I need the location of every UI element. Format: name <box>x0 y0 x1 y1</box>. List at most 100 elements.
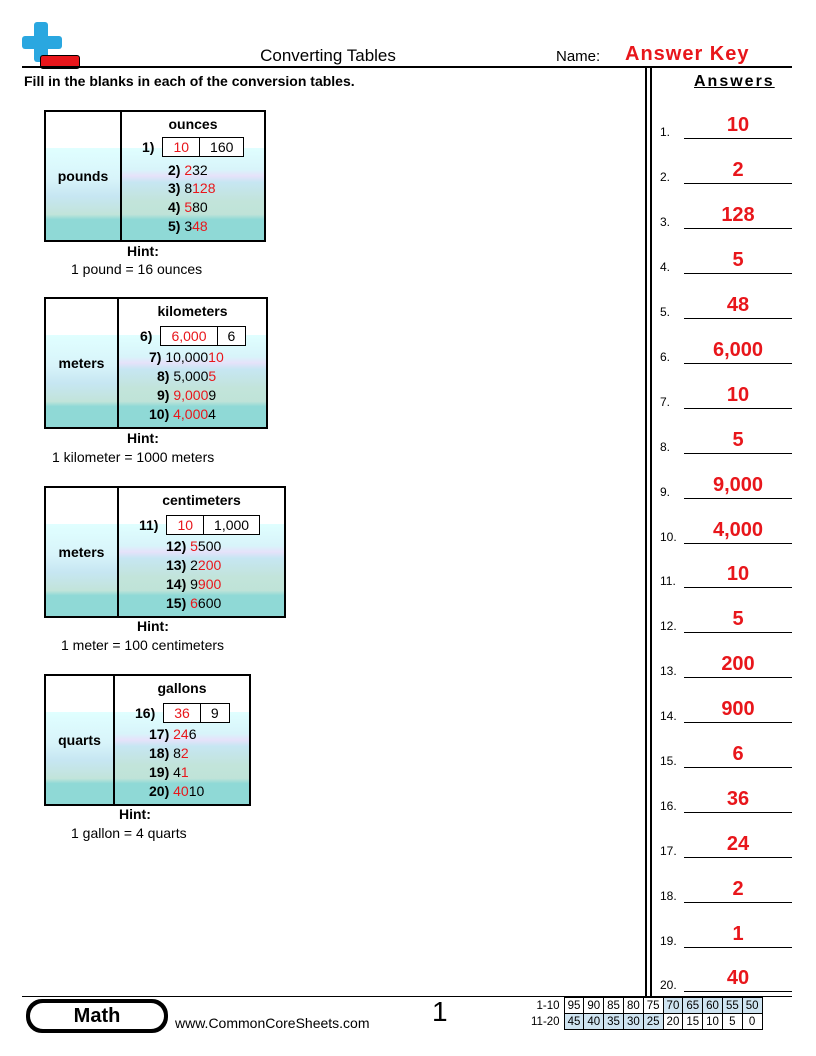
answer-line <box>684 991 792 992</box>
score-cell: 70 <box>662 997 684 1014</box>
question-number: 17) <box>149 726 170 742</box>
answer-row: 6.6,000 <box>660 324 792 364</box>
score-row-label: 11-20 <box>531 1015 560 1028</box>
left-unit-column: quarts <box>46 676 115 804</box>
example-right-value: 1,000 <box>203 516 259 534</box>
footer-divider <box>22 996 792 997</box>
left-unit-label: meters <box>58 355 105 371</box>
answer-line <box>684 587 792 588</box>
answer-row: 10.4,000 <box>660 504 792 544</box>
answer-value: 5 <box>732 608 744 630</box>
question-number: 3) <box>168 180 181 196</box>
answer-number: 13. <box>660 664 677 678</box>
table-row: 4) 580 <box>168 199 208 215</box>
table-row: 8) 5,0005 <box>157 368 216 384</box>
answer-part: 128 <box>192 180 216 196</box>
answer-part: 10 <box>208 349 224 365</box>
left-unit-column: meters <box>46 488 119 616</box>
given-part: 80 <box>192 199 208 215</box>
given-part: 600 <box>197 595 222 611</box>
answer-row: 14.900 <box>660 683 792 723</box>
left-unit-label: quarts <box>58 732 101 748</box>
answer-row: 17.24 <box>660 818 792 858</box>
plus-icon-bar <box>22 36 62 49</box>
given-part: 8 <box>184 180 193 196</box>
answer-value: 128 <box>721 204 755 226</box>
minus-icon <box>40 55 80 69</box>
left-unit-label: pounds <box>57 168 109 184</box>
right-unit-label: centimeters <box>162 492 241 508</box>
given-part: 3 <box>184 218 193 234</box>
answer-number: 16. <box>660 799 677 813</box>
question-number: 1) <box>142 139 155 155</box>
score-cell: 0 <box>741 1013 763 1030</box>
answer-part: 48 <box>192 218 208 234</box>
score-cell: 25 <box>642 1013 664 1030</box>
score-table: 1-10 95 90 85 80 75 70 65 60 55 50 11-20… <box>528 997 763 1030</box>
answer-row: 4.5 <box>660 234 792 274</box>
given-part: 6 <box>188 726 197 742</box>
answer-number: 3. <box>660 215 671 229</box>
example-left-value: 10 <box>173 139 190 155</box>
question-number: 9) <box>157 387 170 403</box>
question-number: 8) <box>157 368 170 384</box>
table-row: 7) 10,00010 <box>149 349 224 365</box>
answer-row: 11.10 <box>660 548 792 588</box>
given-part: 9 <box>208 387 217 403</box>
score-cell: 75 <box>642 997 664 1014</box>
given-part: 500 <box>197 538 222 554</box>
answer-number: 12. <box>660 619 677 633</box>
example-right-value: 9 <box>199 704 229 722</box>
score-cell: 35 <box>603 1013 624 1030</box>
answer-value: 10 <box>726 114 750 136</box>
answer-row: 12.5 <box>660 593 792 633</box>
score-cell: 20 <box>662 1013 684 1030</box>
table-row: 17) 246 <box>149 726 197 742</box>
answer-number: 17. <box>660 844 677 858</box>
question-number: 19) <box>149 764 170 780</box>
answer-row: 9.9,000 <box>660 459 792 499</box>
answer-row: 19.1 <box>660 908 792 948</box>
example-cells: 36 9 <box>163 703 230 723</box>
answer-column-divider <box>645 66 647 996</box>
table-row: 12) 5500 <box>166 538 221 554</box>
answer-number: 19. <box>660 934 677 948</box>
given-part: 10,000 <box>165 349 209 365</box>
score-cell: 80 <box>622 997 644 1014</box>
given-part: 10 <box>188 783 205 799</box>
left-unit-column: pounds <box>46 112 122 240</box>
answer-line <box>684 363 792 364</box>
table-row: 13) 2200 <box>166 557 221 573</box>
answer-row: 16.36 <box>660 773 792 813</box>
table-row: 19) 41 <box>149 764 189 780</box>
name-value: Answer Key <box>625 43 750 65</box>
answer-line <box>684 767 792 768</box>
name-label: Name: <box>556 48 601 65</box>
example-right-value: 6 <box>216 327 246 345</box>
answer-row: 7.10 <box>660 369 792 409</box>
score-row: 1-10 95 90 85 80 75 70 65 60 55 50 <box>528 997 763 1014</box>
answer-line <box>684 498 792 499</box>
answer-row: 20.40 <box>660 952 792 992</box>
answer-number: 7. <box>660 395 671 409</box>
answer-value: 5 <box>732 429 744 451</box>
subject-label: Math <box>30 1003 164 1029</box>
given-part: 5,000 <box>173 368 209 384</box>
answer-part: 2 <box>184 162 193 178</box>
question-number: 12) <box>166 538 187 554</box>
answer-row: 13.200 <box>660 638 792 678</box>
answer-value: 4,000 <box>712 519 764 541</box>
answer-value: 48 <box>726 294 750 316</box>
example-left-value: 36 <box>174 705 190 721</box>
question-number: 2) <box>168 162 181 178</box>
answer-number: 9. <box>660 485 671 499</box>
score-cell: 45 <box>563 1013 585 1030</box>
answer-number: 20. <box>660 978 677 992</box>
answer-number: 4. <box>660 260 671 274</box>
answer-number: 8. <box>660 440 671 454</box>
question-number: 15) <box>166 595 187 611</box>
